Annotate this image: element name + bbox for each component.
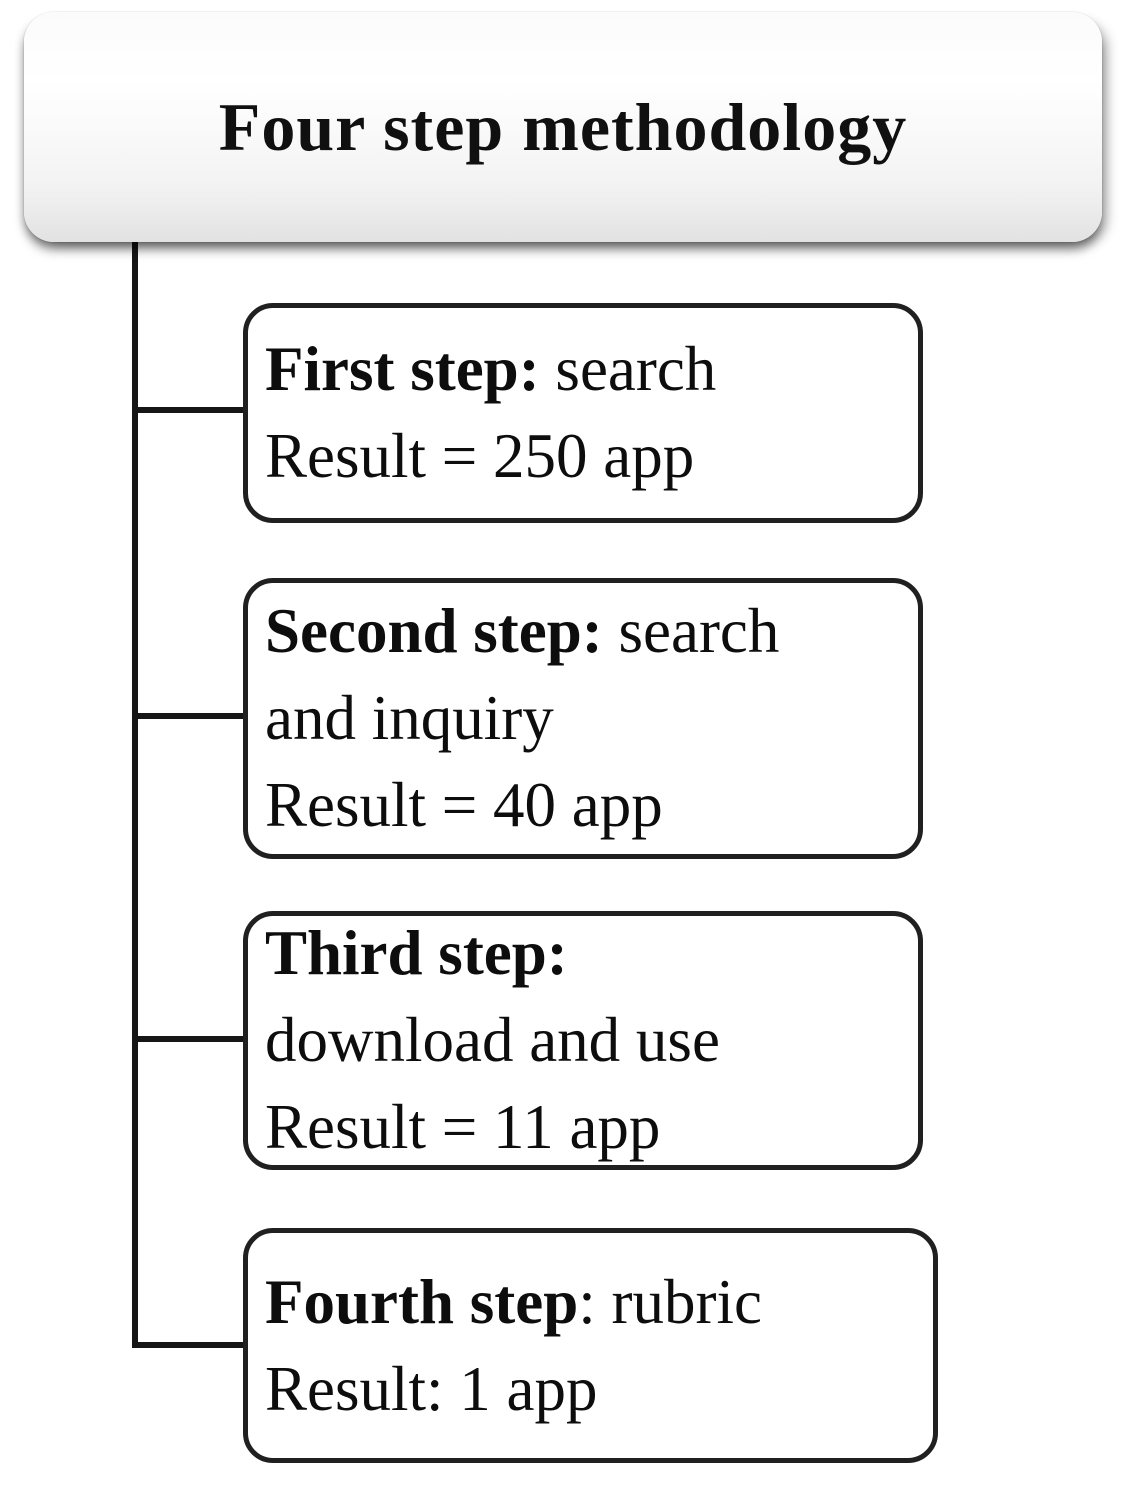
step-result: Result = 250 app	[265, 413, 906, 500]
diagram-title: Four step methodology	[218, 88, 908, 165]
step-line: download and use	[265, 997, 906, 1084]
step-result: Result: 1 app	[265, 1346, 921, 1433]
step-label-text: and inquiry	[265, 683, 554, 753]
step-line: Second step: search	[265, 588, 906, 675]
step-label-bold: Third step:	[265, 918, 568, 988]
step-label-bold: Second step:	[265, 596, 603, 666]
step-result-text: Result: 1 app	[265, 1353, 598, 1424]
connector-line-first	[132, 407, 248, 413]
step-line: Third step:	[265, 910, 906, 997]
step-label-bold: Fourth step	[265, 1266, 579, 1337]
step-result-text: Result = 11 app	[265, 1092, 661, 1162]
step-result-text: Result = 250 app	[265, 421, 695, 491]
step-line: Fourth step: rubric	[265, 1259, 921, 1346]
step-box-first: First step: search Result = 250 app	[243, 303, 923, 523]
step-label-text: search	[539, 334, 717, 404]
connector-line-third	[132, 1036, 248, 1042]
step-line: and inquiry	[265, 675, 906, 762]
trunk-line	[132, 240, 138, 1348]
step-label-text: download and use	[265, 1005, 720, 1075]
step-box-fourth: Fourth step: rubric Result: 1 app	[243, 1228, 938, 1463]
step-box-second: Second step: search and inquiry Result =…	[243, 578, 923, 859]
connector-line-second	[132, 713, 248, 719]
title-box: Four step methodology	[24, 12, 1102, 242]
step-result: Result = 11 app	[265, 1084, 906, 1171]
connector-line-fourth	[132, 1342, 248, 1348]
step-line: First step: search	[265, 326, 906, 413]
step-label-text: search	[602, 596, 780, 666]
step-label-text: : rubric	[578, 1266, 762, 1337]
step-label-bold: First step:	[265, 334, 540, 404]
step-result-text: Result = 40 app	[265, 770, 663, 840]
step-result: Result = 40 app	[265, 762, 906, 849]
step-box-third: Third step: download and use Result = 11…	[243, 911, 923, 1170]
